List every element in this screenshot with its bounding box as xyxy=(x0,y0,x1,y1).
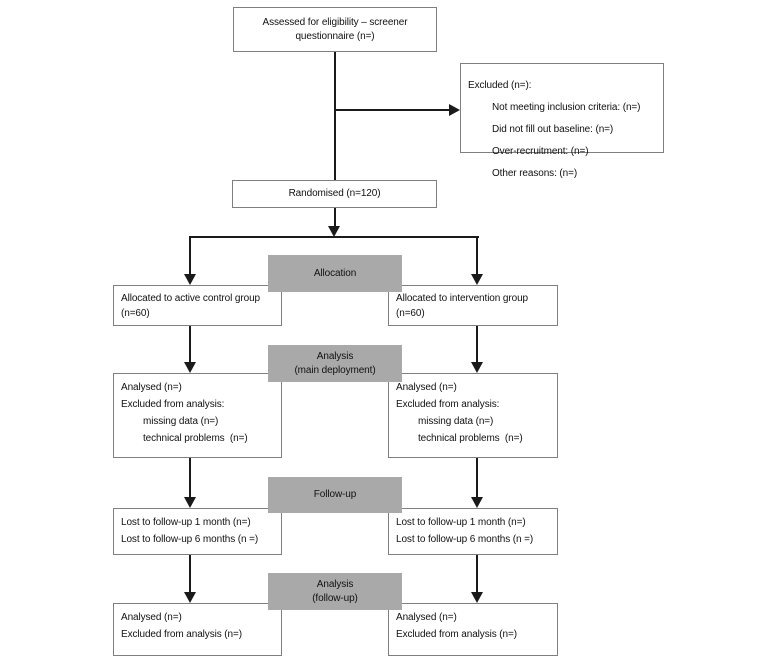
analysed-control-line1: Analysed (n=) xyxy=(121,382,182,393)
connector-to-excluded xyxy=(335,109,449,111)
allocated-control-line1: Allocated to active control group xyxy=(121,293,261,304)
lost-control-line2: Lost to follow-up 6 months (n =) xyxy=(121,534,259,545)
arrowhead-split xyxy=(328,226,340,237)
stage-label-followup: Follow-up xyxy=(268,477,402,513)
assessed-text-line1: Assessed for eligibility – screener xyxy=(262,16,408,28)
final-intervention-line2: Excluded from analysis (n=) xyxy=(396,629,517,640)
connector-randomised-to-split xyxy=(334,208,336,227)
lost-control-line1: Lost to follow-up 1 month (n=) xyxy=(121,517,251,528)
arrowhead-analysed-control xyxy=(184,362,196,373)
allocated-intervention-line2: (n=60) xyxy=(396,308,425,319)
analysed-control-line4: technical problems (n=) xyxy=(143,433,248,444)
connector-analysed-to-followup-intervention xyxy=(476,457,478,498)
excluded-heading: Excluded (n=): xyxy=(468,80,532,91)
connector-followup-to-final-control xyxy=(189,554,191,593)
stage-label-analysis-followup: Analysis (follow-up) xyxy=(268,573,402,610)
randomised-label: Randomised (n=120) xyxy=(288,188,381,199)
analysed-intervention-box: Analysed (n=) Excluded from analysis: mi… xyxy=(388,373,558,458)
assessed-eligibility-box: Assessed for eligibility – screener ques… xyxy=(233,7,437,52)
arrowhead-final-control xyxy=(184,592,196,603)
excluded-box: Excluded (n=): Not meeting inclusion cri… xyxy=(460,63,664,179)
followup-label: Follow-up xyxy=(313,489,357,500)
stage-label-allocation: Allocation xyxy=(268,255,402,292)
lost-intervention-line2: Lost to follow-up 6 months (n =) xyxy=(396,534,534,545)
analysed-control-box: Analysed (n=) Excluded from analysis: mi… xyxy=(113,373,282,458)
excluded-reason-baseline: Did not fill out baseline: (n=) xyxy=(492,124,614,135)
connector-control-to-analysed xyxy=(189,325,191,363)
excluded-reason-overrecruitment: Over-recruitment: (n=) xyxy=(492,146,589,157)
arrowhead-final-intervention xyxy=(471,592,483,603)
arrowhead-analysed-intervention xyxy=(471,362,483,373)
allocated-control-box: Allocated to active control group (n=60) xyxy=(113,285,282,326)
connector-assessed-to-randomised xyxy=(334,52,336,180)
connector-followup-to-final-intervention xyxy=(476,554,478,593)
excluded-reason-other: Other reasons: (n=) xyxy=(492,168,578,179)
randomised-box: Randomised (n=120) xyxy=(232,180,437,208)
allocated-intervention-line1: Allocated to intervention group xyxy=(396,293,528,304)
final-analysis-control-box: Analysed (n=) Excluded from analysis (n=… xyxy=(113,603,282,656)
lost-followup-control-box: Lost to follow-up 1 month (n=) Lost to f… xyxy=(113,508,282,555)
connector-split-horizontal xyxy=(189,236,479,238)
allocation-label: Allocation xyxy=(313,267,357,279)
analysed-intervention-line1: Analysed (n=) xyxy=(396,382,457,393)
final-analysis-intervention-box: Analysed (n=) Excluded from analysis (n=… xyxy=(388,603,558,656)
connector-split-to-control xyxy=(189,236,191,274)
lost-intervention-line1: Lost to follow-up 1 month (n=) xyxy=(396,517,526,528)
analysed-control-line2: Excluded from analysis: xyxy=(121,399,225,410)
analysed-intervention-line3: missing data (n=) xyxy=(418,416,494,427)
allocated-control-line2: (n=60) xyxy=(121,308,150,319)
connector-analysed-to-followup-control xyxy=(189,457,191,498)
excluded-reason-inclusion: Not meeting inclusion criteria: (n=) xyxy=(492,102,641,113)
analysed-intervention-line4: technical problems (n=) xyxy=(418,433,523,444)
final-intervention-line1: Analysed (n=) xyxy=(396,612,457,623)
allocated-intervention-box: Allocated to intervention group (n=60) xyxy=(388,285,558,326)
arrowhead-allocated-control xyxy=(184,274,196,285)
analysed-intervention-line2: Excluded from analysis: xyxy=(396,399,500,410)
analysed-control-line3: missing data (n=) xyxy=(143,416,219,427)
final-control-line2: Excluded from analysis (n=) xyxy=(121,629,242,640)
analysis-followup-label-line1: Analysis xyxy=(316,578,354,590)
analysis-followup-label-line2: (follow-up) xyxy=(312,592,358,604)
analysis-main-label-line1: Analysis xyxy=(316,350,354,362)
final-control-line1: Analysed (n=) xyxy=(121,612,182,623)
stage-label-analysis-main: Analysis (main deployment) xyxy=(268,345,402,382)
arrowhead-allocated-intervention xyxy=(471,274,483,285)
arrowhead-followup-intervention xyxy=(471,497,483,508)
arrowhead-excluded xyxy=(449,104,460,116)
connector-split-to-intervention xyxy=(476,236,478,274)
connector-intervention-to-analysed xyxy=(476,325,478,363)
assessed-text-line2: questionnaire (n=) xyxy=(295,30,375,42)
lost-followup-intervention-box: Lost to follow-up 1 month (n=) Lost to f… xyxy=(388,508,558,555)
analysis-main-label-line2: (main deployment) xyxy=(294,364,376,376)
arrowhead-followup-control xyxy=(184,497,196,508)
